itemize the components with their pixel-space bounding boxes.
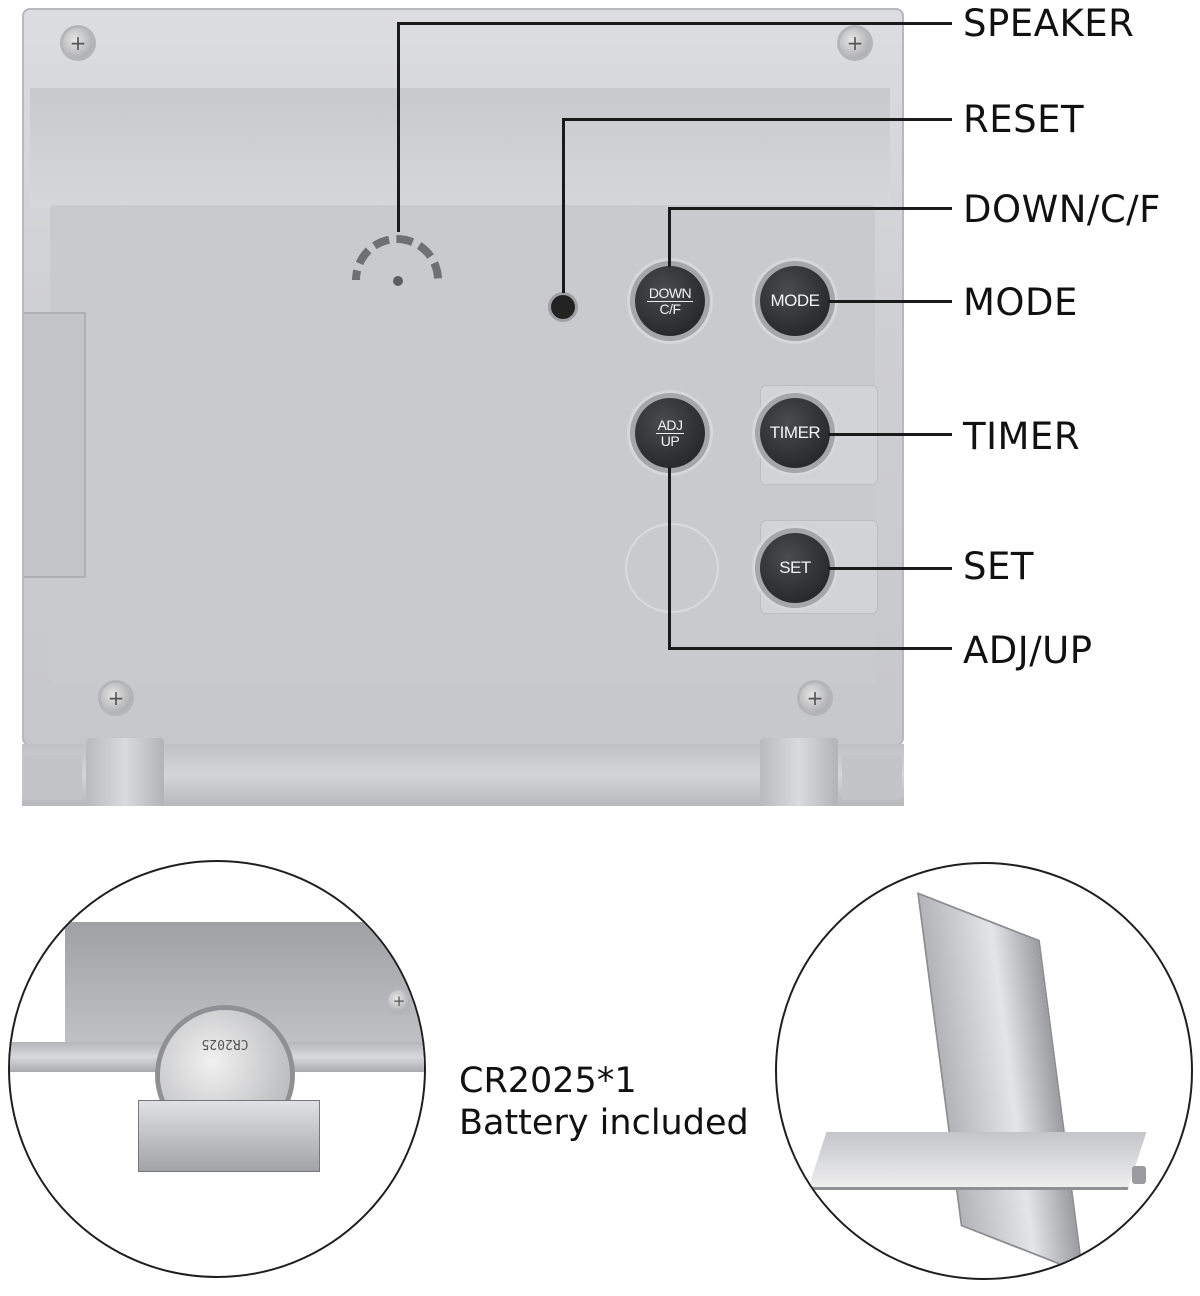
hinge-bar [22,744,904,806]
reset-button[interactable] [551,295,575,319]
down-cf-button-top: DOWN [646,284,694,302]
down-cf-label: DOWN/C/F [963,188,1161,231]
adj-up-button-top: ADJ [655,416,685,434]
speaker-callout-line [397,22,400,232]
stand-base-plate [807,1132,1147,1190]
down-cf-callout-line [668,207,952,210]
set-button[interactable]: SET [760,533,830,603]
adj-up-label: ADJ/UP [963,629,1093,672]
mode-callout-line [828,300,952,303]
empty-button-ring [625,523,719,613]
stand-closeup [775,862,1193,1280]
set-button-label: SET [779,558,811,577]
adj-up-button[interactable]: ADJ UP [635,398,705,468]
hinge-left [86,738,164,806]
adj-up-callout-line [668,467,671,650]
reset-callout-line [562,118,952,121]
speaker-label: SPEAKER [963,2,1135,45]
clock-top-strip [30,88,890,208]
screw-icon: + [101,683,131,713]
set-callout-line [828,567,952,570]
screw-icon: + [63,28,93,58]
hinge-cap-left [22,755,82,800]
stand-hinge-pin [1132,1166,1146,1184]
timer-button-label: TIMER [769,423,821,442]
side-door [24,312,86,578]
adj-up-callout-line [668,647,952,650]
timer-label: TIMER [963,415,1081,458]
speaker-dot [393,276,403,286]
set-label: SET [963,545,1034,588]
battery-clip [138,1100,320,1172]
adj-up-button-bottom: UP [660,432,680,449]
mode-button[interactable]: MODE [760,266,830,336]
reset-callout-line [562,118,565,293]
timer-button[interactable]: TIMER [760,398,830,468]
clock-folded-face [917,892,1084,1275]
mode-button-label: MODE [770,291,821,310]
coin-battery-marking: CR2025 [201,1036,249,1051]
down-cf-button-bottom: C/F [659,300,681,317]
speaker-callout-line [397,22,952,25]
battery-note: Battery included [459,1103,749,1143]
screw-icon: + [840,28,870,58]
reset-label: RESET [963,98,1085,141]
battery-model: CR2025*1 [459,1061,637,1101]
timer-callout-line [828,433,952,436]
battery-caption: CR2025*1 Battery included [459,1060,749,1144]
clock-recessed-panel [50,205,875,685]
screw-icon: + [800,683,830,713]
screw-icon: + [388,990,410,1012]
down-cf-callout-line [668,207,671,267]
battery-closeup: + CR2025 [8,860,426,1278]
hinge-cap-right [842,755,902,800]
down-cf-button[interactable]: DOWN C/F [635,266,705,336]
mode-label: MODE [963,281,1078,324]
hinge-right [760,738,838,806]
